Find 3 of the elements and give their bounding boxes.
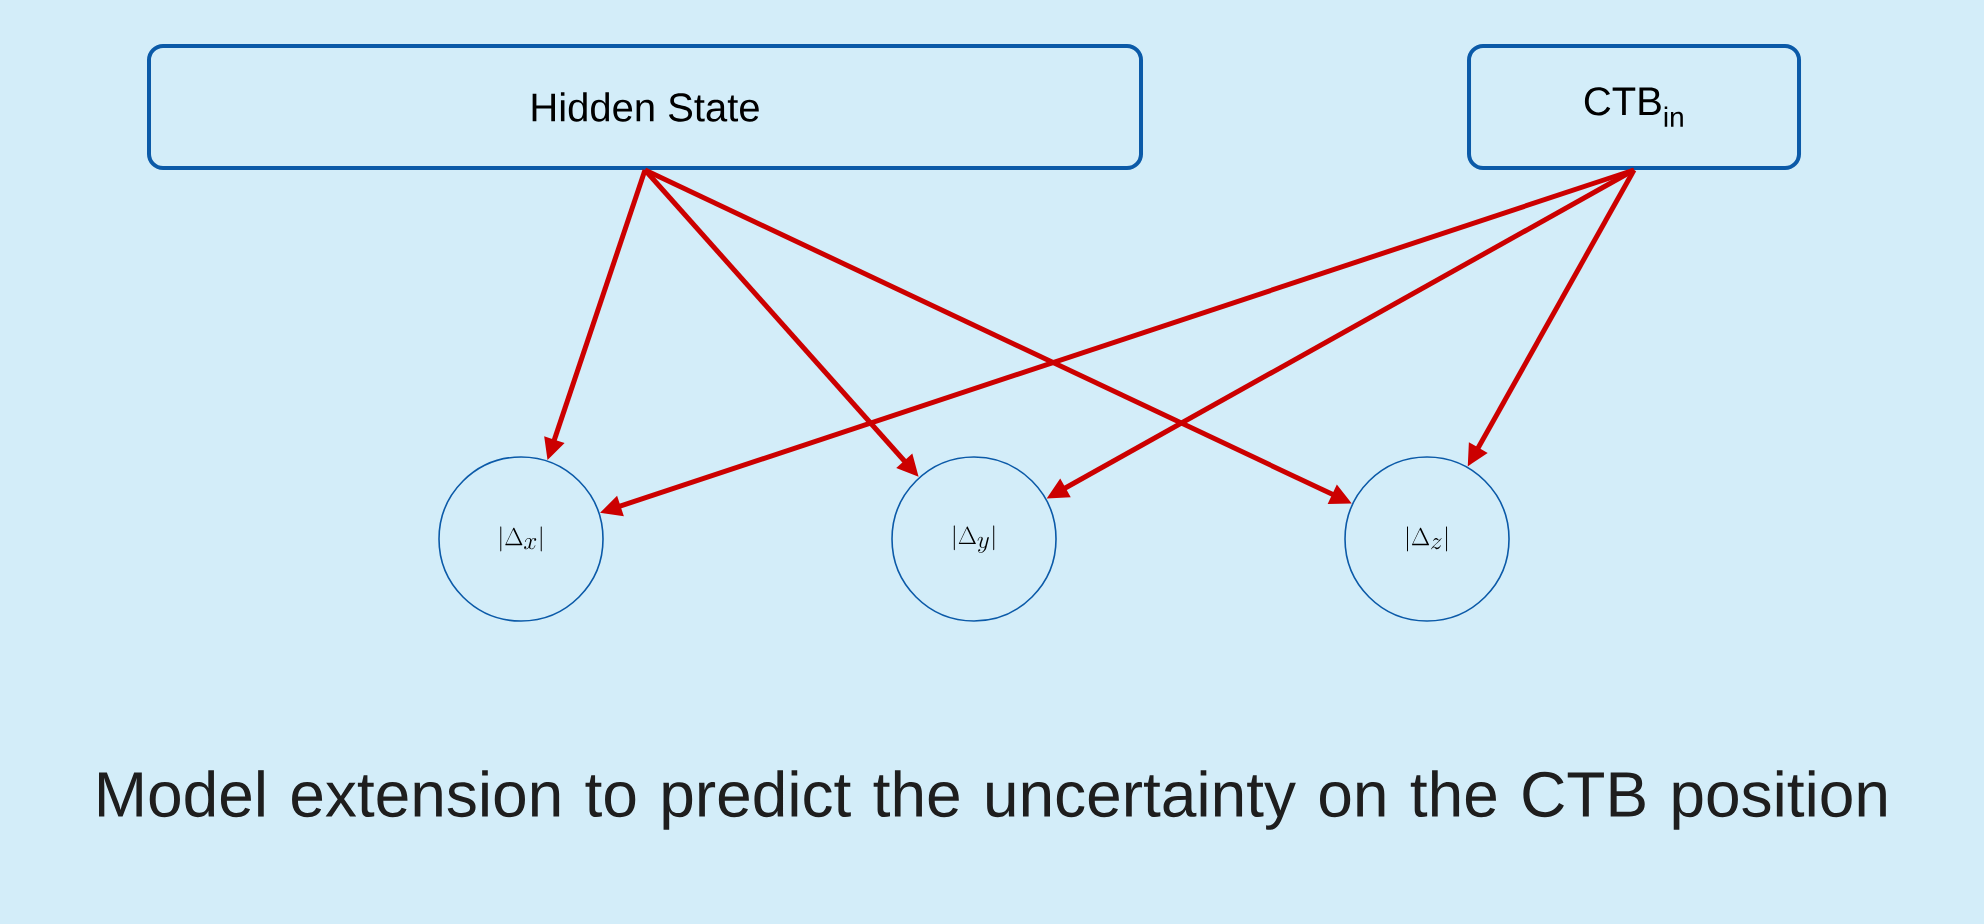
process-box: CTB$_{in}$	[1467, 44, 1801, 170]
caption: Model extension to predict the uncertainty on the CTB position	[99, 770, 1886, 830]
process-box: Hidden State	[147, 44, 1143, 170]
